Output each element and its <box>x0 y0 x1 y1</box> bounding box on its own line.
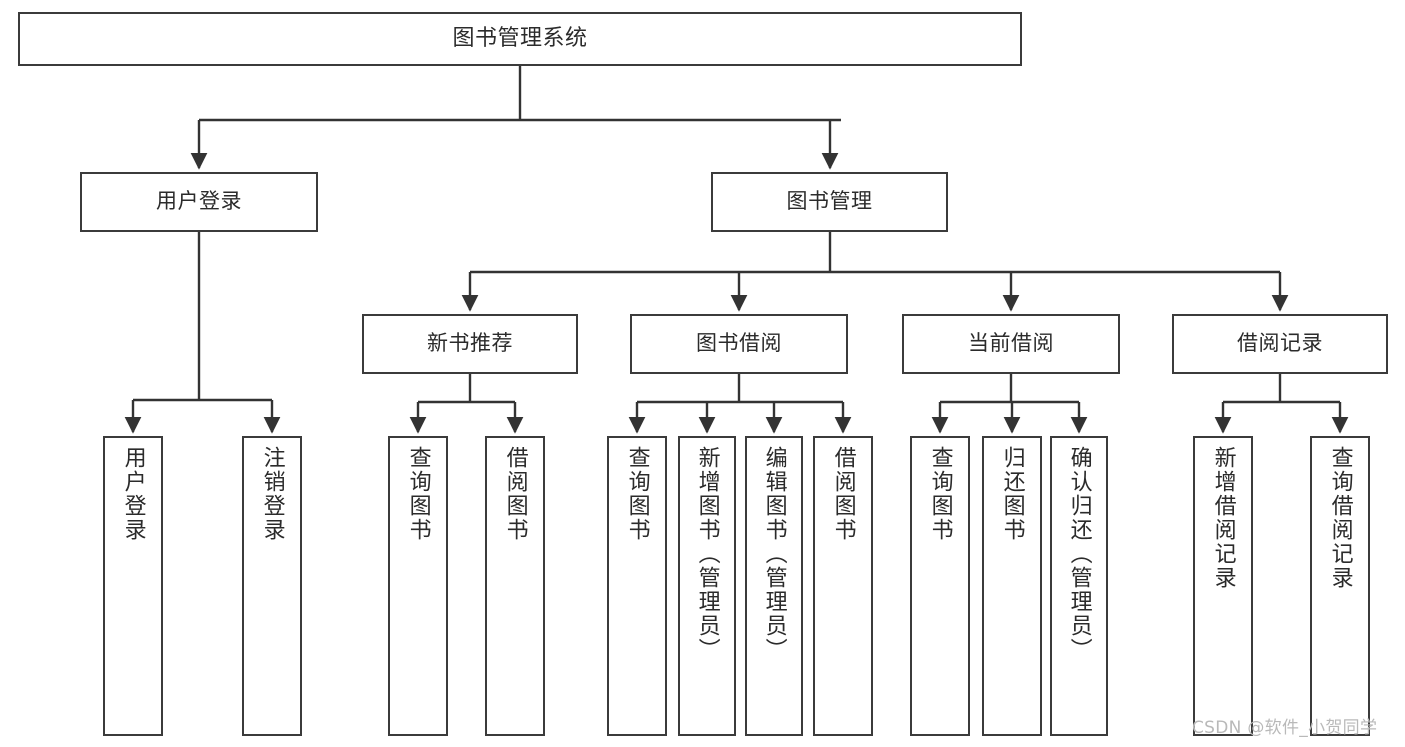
node-leaf-query-book-recommend-label: 查询图书 <box>405 446 431 542</box>
node-book-manage-label: 图书管理 <box>786 189 873 214</box>
node-leaf-user-login-label: 用户登录 <box>120 446 146 542</box>
node-leaf-borrow-book-label: 借阅图书 <box>830 446 856 542</box>
node-leaf-user-logout[interactable]: 注销登录 <box>242 436 302 736</box>
node-borrow-record[interactable]: 借阅记录 <box>1172 314 1388 374</box>
node-leaf-add-borrow-record-label: 新增借阅记录 <box>1210 446 1236 590</box>
node-leaf-edit-book-label: 编辑图书（管理员） <box>761 446 787 662</box>
node-leaf-query-book-recommend[interactable]: 查询图书 <box>388 436 448 736</box>
node-leaf-edit-book[interactable]: 编辑图书（管理员） <box>745 436 803 736</box>
node-user-login[interactable]: 用户登录 <box>80 172 318 232</box>
node-leaf-query-book-current-label: 查询图书 <box>927 446 953 542</box>
node-user-login-label: 用户登录 <box>156 189 242 214</box>
node-book-manage[interactable]: 图书管理 <box>711 172 948 232</box>
node-leaf-confirm-return-label: 确认归还（管理员） <box>1066 446 1092 662</box>
node-leaf-add-borrow-record[interactable]: 新增借阅记录 <box>1193 436 1253 736</box>
node-leaf-add-book-label: 新增图书（管理员） <box>694 446 720 662</box>
node-leaf-query-borrow-record[interactable]: 查询借阅记录 <box>1310 436 1370 736</box>
node-leaf-return-book[interactable]: 归还图书 <box>982 436 1042 736</box>
node-leaf-query-book-current[interactable]: 查询图书 <box>910 436 970 736</box>
node-current-borrow-label: 当前借阅 <box>968 331 1054 356</box>
node-borrow-record-label: 借阅记录 <box>1237 331 1323 356</box>
node-leaf-borrow-book-recommend[interactable]: 借阅图书 <box>485 436 545 736</box>
node-leaf-return-book-label: 归还图书 <box>999 446 1025 542</box>
node-leaf-user-login[interactable]: 用户登录 <box>103 436 163 736</box>
node-new-book-recommend-label: 新书推荐 <box>427 331 513 356</box>
node-leaf-add-book[interactable]: 新增图书（管理员） <box>678 436 736 736</box>
watermark-text: CSDN @软件_小贺同学 <box>1192 718 1378 738</box>
node-leaf-borrow-book-recommend-label: 借阅图书 <box>502 446 528 542</box>
node-book-borrow[interactable]: 图书借阅 <box>630 314 848 374</box>
node-leaf-query-book-borrow-label: 查询图书 <box>624 446 650 542</box>
node-book-borrow-label: 图书借阅 <box>696 331 782 356</box>
node-leaf-query-borrow-record-label: 查询借阅记录 <box>1327 446 1353 590</box>
node-root[interactable]: 图书管理系统 <box>18 12 1022 66</box>
node-new-book-recommend[interactable]: 新书推荐 <box>362 314 578 374</box>
node-leaf-user-logout-label: 注销登录 <box>259 446 285 542</box>
node-root-label: 图书管理系统 <box>452 25 588 51</box>
node-leaf-query-book-borrow[interactable]: 查询图书 <box>607 436 667 736</box>
node-leaf-borrow-book[interactable]: 借阅图书 <box>813 436 873 736</box>
node-leaf-confirm-return[interactable]: 确认归还（管理员） <box>1050 436 1108 736</box>
node-current-borrow[interactable]: 当前借阅 <box>902 314 1120 374</box>
